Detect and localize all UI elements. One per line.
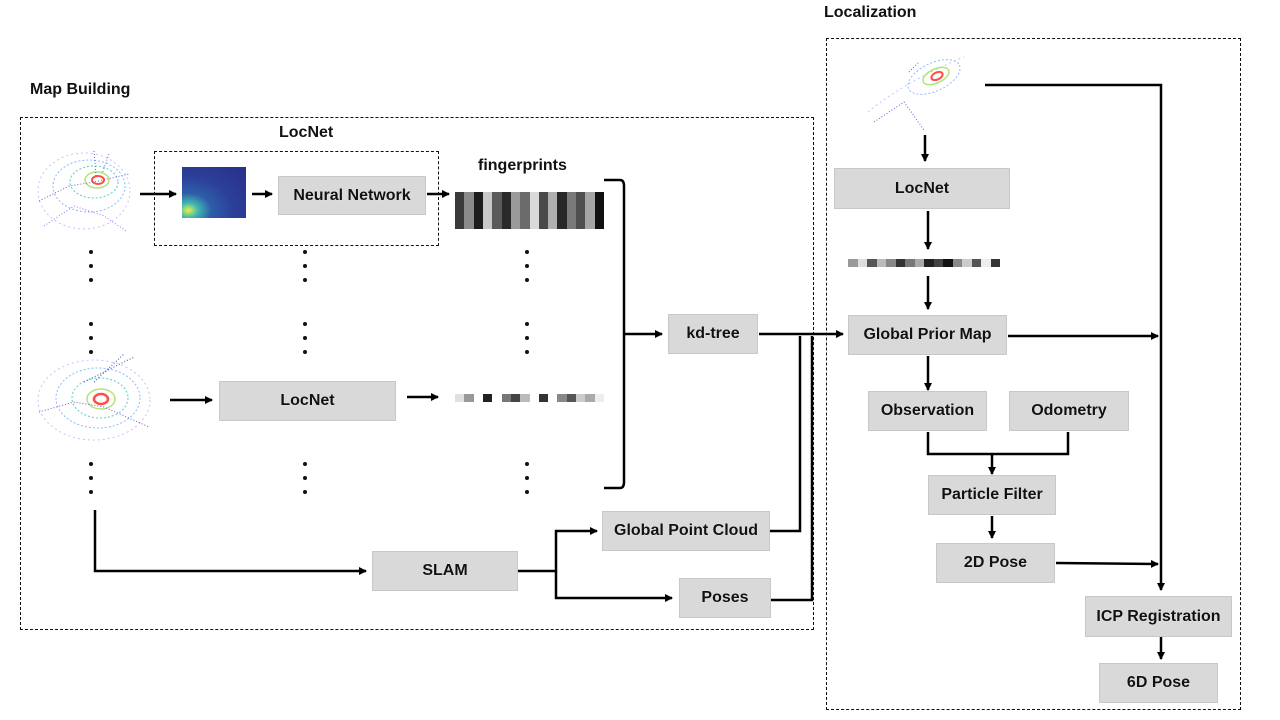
arrow-slam-to-gpc [518, 527, 598, 573]
arrow-slam-to-poses [554, 571, 673, 602]
ellipsis-dots [525, 462, 529, 504]
map-building-title: Map Building [30, 81, 131, 98]
locnet-group-title: LocNet [279, 124, 334, 141]
line-poses-merge [770, 336, 814, 602]
locnet-box-map: LocNet [219, 381, 396, 421]
localization-title: Localization [824, 4, 917, 21]
ellipsis-dots [525, 250, 529, 292]
global-point-cloud-box: Global Point Cloud [602, 511, 770, 551]
arrow-to-slam [93, 510, 367, 575]
point-cloud-image-1 [37, 150, 131, 232]
locnet-box-localization: LocNet [834, 168, 1010, 209]
line-obs-odo-merge [926, 432, 1070, 456]
ellipsis-dots [303, 322, 307, 364]
line-query-right [985, 83, 1165, 591]
ellipsis-dots [89, 322, 93, 364]
brace-fingerprints [604, 178, 626, 490]
ellipsis-dots [525, 322, 529, 364]
locnet-group-container [154, 151, 439, 246]
line-gpc-merge [770, 336, 802, 533]
fingerprint-bar-query [848, 259, 1000, 267]
observation-box: Observation [868, 391, 987, 431]
ellipsis-dots [303, 462, 307, 504]
2d-pose-box: 2D Pose [936, 543, 1055, 583]
ellipsis-dots [89, 250, 93, 292]
particle-filter-box: Particle Filter [928, 475, 1056, 515]
6d-pose-box: 6D Pose [1099, 663, 1218, 703]
global-prior-map-box: Global Prior Map [848, 315, 1007, 355]
poses-box: Poses [679, 578, 771, 618]
kd-tree-box: kd-tree [668, 314, 758, 354]
icp-registration-box: ICP Registration [1085, 596, 1232, 637]
ellipsis-dots [89, 462, 93, 504]
arrow-2dpose-to-right [1055, 559, 1159, 568]
map-building-container [20, 117, 814, 630]
odometry-box: Odometry [1009, 391, 1129, 431]
slam-box: SLAM [372, 551, 518, 591]
localization-container [826, 38, 1241, 710]
neural-network-box: Neural Network [278, 176, 426, 215]
range-histogram-image [182, 167, 246, 218]
point-cloud-image-query [867, 56, 965, 131]
fingerprints-title: fingerprints [478, 157, 567, 174]
fingerprint-bar-1 [455, 192, 604, 229]
ellipsis-dots [303, 250, 307, 292]
point-cloud-image-2 [37, 353, 151, 441]
fingerprint-bar-2 [455, 394, 604, 402]
